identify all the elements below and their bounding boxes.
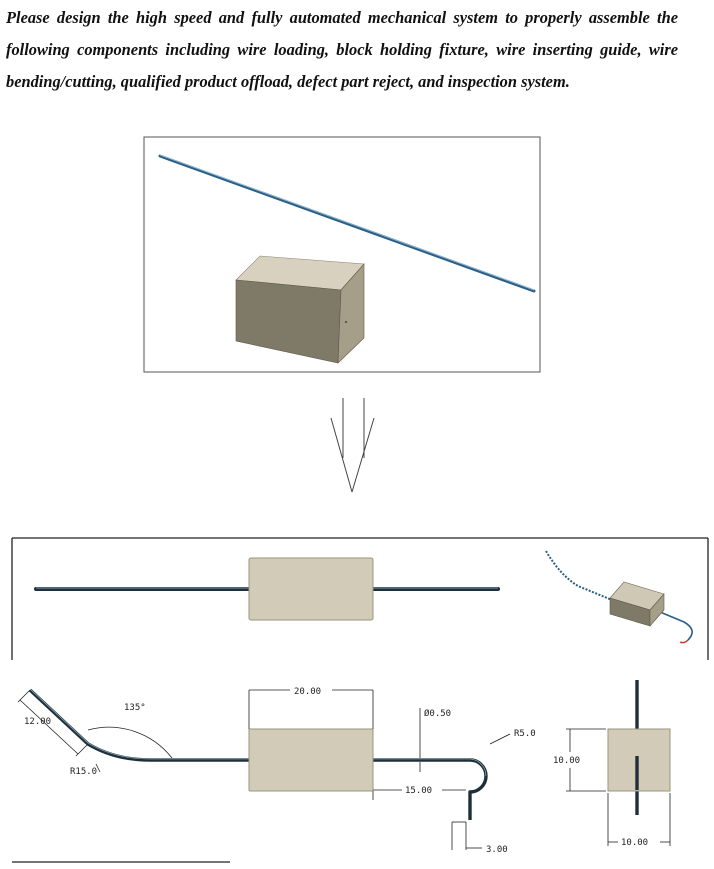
assembled-side-view: [607, 680, 671, 815]
dim-block-length: 20.00: [294, 687, 321, 697]
process-arrow: [330, 398, 375, 493]
dim-bend-radius: R15.0: [70, 767, 97, 777]
assembled-iso-view: [545, 550, 693, 644]
dimension-lines: [17, 689, 671, 850]
assembled-top-view: [34, 557, 500, 621]
dimension-labels: 12.00 135° R15.0 20.00 Ø0.50 R5.0 15.00 …: [24, 687, 648, 855]
loose-block: [235, 255, 365, 364]
dim-block-height: 10.00: [553, 756, 580, 766]
dim-bend-angle: 135°: [124, 703, 146, 713]
problem-statement: Please design the high speed and fully a…: [6, 8, 678, 91]
dim-hook-radius: R5.0: [514, 729, 536, 739]
dim-wire-diameter: Ø0.50: [424, 708, 451, 719]
dim-straight-length: 15.00: [405, 786, 432, 796]
dim-block-width: 10.00: [621, 838, 648, 848]
assembled-front-view: [28, 688, 488, 820]
dim-tail-length: 3.00: [486, 845, 508, 855]
assembly-frame: [11, 537, 709, 863]
loose-wire: [158, 154, 536, 293]
dim-bend-length: 12.00: [24, 717, 51, 727]
